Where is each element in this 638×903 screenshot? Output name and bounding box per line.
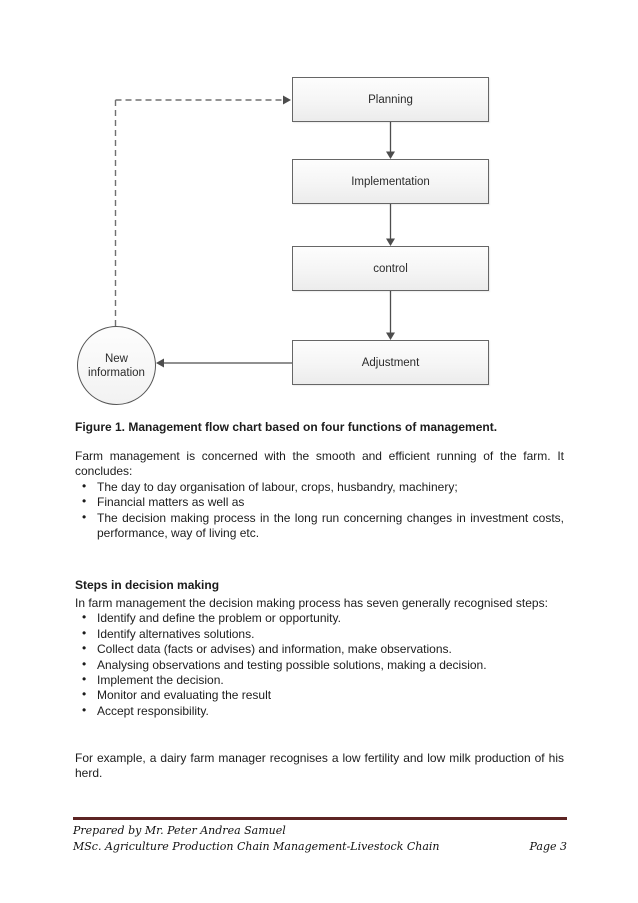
list-item: Identify and define the problem or oppor… — [75, 610, 564, 626]
list-item: Analysing observations and testing possi… — [75, 657, 564, 673]
intro-bullet-list: The day to day organisation of labour, c… — [75, 479, 564, 542]
flow-node-label: Implementation — [351, 175, 430, 188]
arrowhead-down-1 — [386, 151, 395, 159]
list-item: Monitor and evaluating the result — [75, 687, 564, 703]
flow-node-planning: Planning — [292, 77, 489, 122]
arrowhead-down-3 — [386, 332, 395, 340]
intro-section: Farm management is concerned with the sm… — [75, 449, 564, 541]
flow-node-implementation: Implementation — [292, 159, 489, 204]
example-paragraph: For example, a dairy farm manager recogn… — [75, 751, 564, 781]
list-item: The day to day organisation of labour, c… — [75, 479, 564, 495]
list-item: Implement the decision. — [75, 672, 564, 688]
list-item: Financial matters as well as — [75, 494, 564, 510]
steps-bullet-list: Identify and define the problem or oppor… — [75, 610, 564, 719]
arrowhead-left — [156, 358, 164, 368]
flow-node-new-information: New information — [77, 326, 156, 405]
flow-node-label: control — [373, 262, 408, 275]
footer-page-number: Page 3 — [529, 839, 567, 853]
list-item: Accept responsibility. — [75, 703, 564, 719]
footer-course-title: MSc. Agriculture Production Chain Manage… — [73, 839, 440, 853]
footer-prepared-by: Prepared by Mr. Peter Andrea Samuel — [73, 824, 286, 837]
flow-node-label: New information — [88, 352, 145, 379]
list-item: Collect data (facts or advises) and info… — [75, 641, 564, 657]
flow-node-control: control — [292, 246, 489, 291]
list-item: Identify alternatives solutions. — [75, 626, 564, 642]
steps-heading: Steps in decision making — [75, 578, 220, 592]
arrowhead-down-2 — [386, 238, 395, 246]
flow-node-label: Adjustment — [361, 356, 420, 369]
steps-paragraph: In farm management the decision making p… — [75, 596, 548, 610]
list-item: The decision making process in the long … — [75, 510, 564, 542]
footer-row: MSc. Agriculture Production Chain Manage… — [73, 839, 567, 855]
flow-node-label: Planning — [368, 93, 413, 106]
page-footer: Prepared by Mr. Peter Andrea Samuel MSc.… — [73, 817, 567, 854]
flow-node-adjustment: Adjustment — [292, 340, 489, 385]
dashed-feedback-connector — [114, 99, 282, 326]
management-flow-chart: Planning Implementation control Adjustme… — [0, 0, 638, 412]
dashed-arrowhead-right — [283, 95, 291, 105]
steps-section: In farm management the decision making p… — [75, 596, 564, 719]
intro-paragraph: Farm management is concerned with the sm… — [75, 449, 564, 479]
flow-connectors — [114, 95, 395, 368]
figure-caption: Figure 1. Management flow chart based on… — [75, 420, 498, 434]
